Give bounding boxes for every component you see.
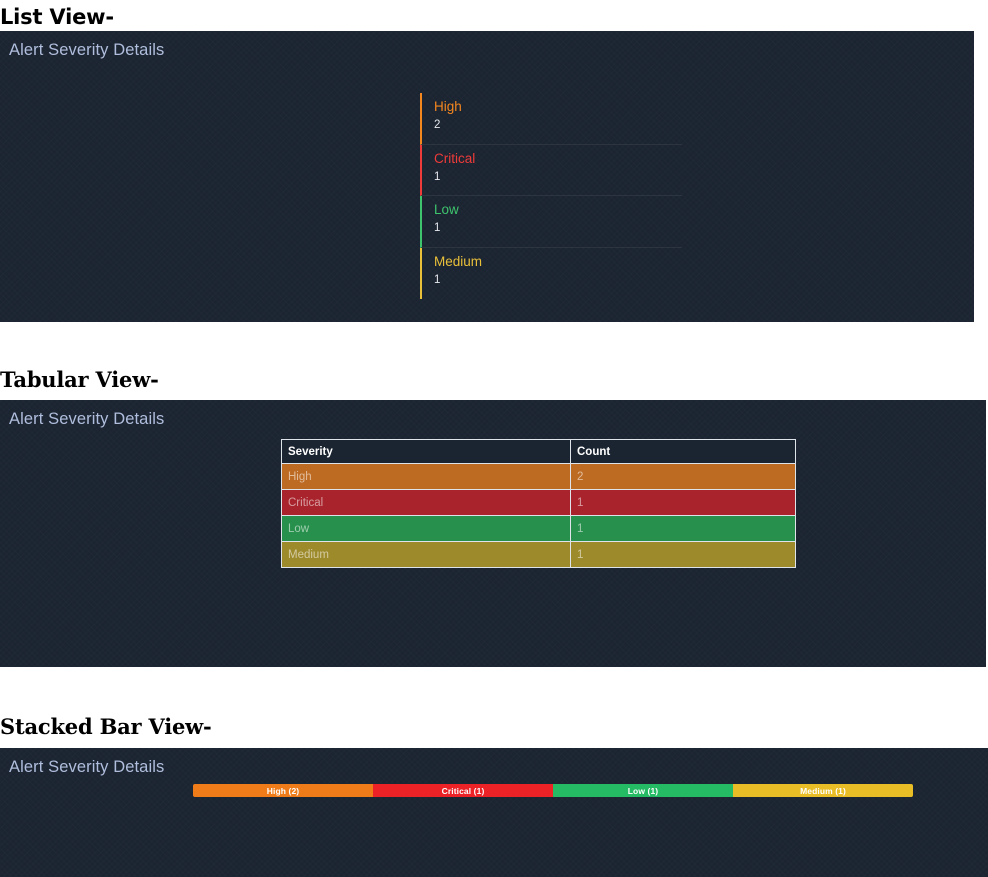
list-item-count: 1 bbox=[434, 273, 441, 286]
severity-table: Severity Count High 2 Critical 1 Low 1 M… bbox=[281, 439, 796, 568]
list-item[interactable]: Medium 1 bbox=[420, 247, 682, 299]
severity-list: High 2 Critical 1 Low 1 Medium 1 bbox=[420, 93, 682, 299]
table-header-row: Severity Count bbox=[281, 439, 796, 464]
table-cell-count: 1 bbox=[570, 489, 796, 516]
section-heading-stacked-bar-view: Stacked Bar View- bbox=[0, 714, 212, 739]
table-column-header-count[interactable]: Count bbox=[570, 439, 796, 464]
bar-segment-low[interactable]: Low (1) bbox=[553, 784, 733, 797]
table-cell-severity: High bbox=[281, 463, 571, 490]
panel-title-list-view: Alert Severity Details bbox=[9, 41, 165, 59]
table-row[interactable]: Low 1 bbox=[281, 515, 796, 542]
list-item[interactable]: Low 1 bbox=[420, 196, 682, 248]
section-heading-list-view: List View- bbox=[0, 5, 114, 29]
list-item-count: 1 bbox=[434, 222, 441, 234]
bar-segment-medium[interactable]: Medium (1) bbox=[733, 784, 913, 797]
table-row[interactable]: Medium 1 bbox=[281, 541, 796, 568]
list-item-label: High bbox=[434, 99, 462, 114]
table-cell-count: 1 bbox=[570, 541, 796, 568]
table-cell-severity: Critical bbox=[281, 489, 571, 516]
table-cell-count: 1 bbox=[570, 515, 796, 542]
table-cell-severity: Medium bbox=[281, 541, 571, 568]
panel-list-view: Alert Severity Details High 2 Critical 1… bbox=[0, 31, 974, 322]
section-heading-tabular-view: Tabular View- bbox=[0, 367, 159, 392]
bar-segment-critical[interactable]: Critical (1) bbox=[373, 784, 553, 797]
list-item-count: 2 bbox=[434, 119, 441, 131]
list-item-label: Low bbox=[434, 202, 459, 217]
table-cell-count: 2 bbox=[570, 463, 796, 490]
list-item-count: 1 bbox=[434, 170, 441, 183]
list-item-label: Medium bbox=[434, 253, 483, 269]
stacked-bar-chart: High (2) Critical (1) Low (1) Medium (1) bbox=[193, 784, 913, 797]
table-row[interactable]: Critical 1 bbox=[281, 489, 796, 516]
list-item-label: Critical bbox=[434, 150, 476, 166]
table-cell-severity: Low bbox=[281, 515, 571, 542]
table-column-header-severity[interactable]: Severity bbox=[281, 439, 571, 464]
panel-title-stacked-bar-view: Alert Severity Details bbox=[9, 758, 165, 776]
panel-title-tabular-view: Alert Severity Details bbox=[9, 410, 165, 428]
panel-stacked-bar-view: Alert Severity Details bbox=[0, 748, 988, 877]
list-item[interactable]: High 2 bbox=[420, 93, 682, 145]
table-row[interactable]: High 2 bbox=[281, 463, 796, 490]
bar-segment-high[interactable]: High (2) bbox=[193, 784, 373, 797]
list-item[interactable]: Critical 1 bbox=[420, 144, 682, 196]
